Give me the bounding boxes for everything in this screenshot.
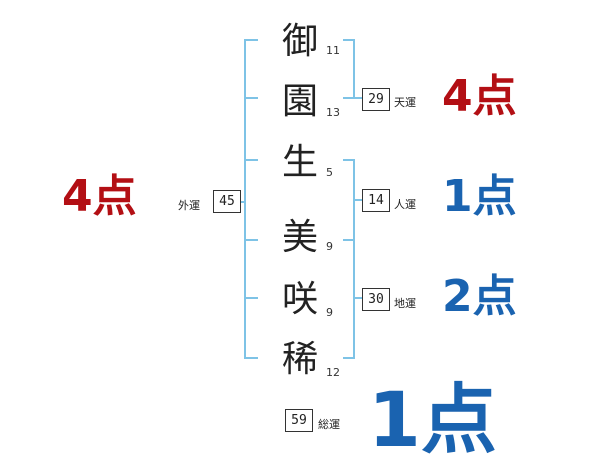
jinkaku-score: 1点 [442,171,517,222]
stroke-count-2: 13 [326,106,340,119]
stroke-count-3: 5 [326,166,333,179]
name-char-6: 稀 [281,339,318,380]
name-char-4: 美 [281,217,318,258]
name-char-1: 御 [281,21,318,62]
tenkaku-score: 4点 [442,71,517,122]
tenkaku-label: 天運 [394,96,416,109]
stroke-count-6: 12 [326,366,340,379]
chikaku-label: 地運 [394,297,416,310]
soukaku-score: 1点 [368,375,497,464]
name-char-3: 生 [281,142,318,183]
gaikaku-score: 4点 [62,171,137,222]
soukaku-label: 総運 [318,418,340,431]
gaikaku-label: 外運 [178,199,200,212]
name-char-5: 咲 [281,279,318,320]
stroke-count-1: 11 [326,44,340,57]
tenkaku-value-box: 29 [362,88,390,111]
name-char-2: 園 [281,81,318,122]
jinkaku-value-box: 14 [362,189,390,212]
chikaku-score: 2点 [442,271,517,322]
soukaku-value-box: 59 [285,409,313,432]
chikaku-value-box: 30 [362,288,390,311]
stroke-count-4: 9 [326,240,333,253]
jinkaku-label: 人運 [394,198,416,211]
gaikaku-value-box: 45 [213,190,241,213]
stroke-count-5: 9 [326,306,333,319]
